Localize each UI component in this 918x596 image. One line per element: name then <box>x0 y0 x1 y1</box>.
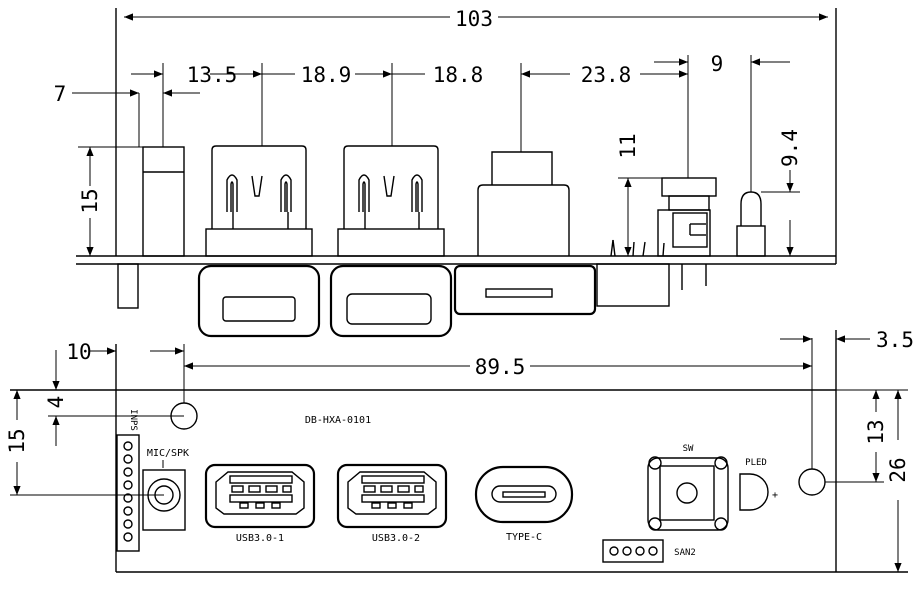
usb-2-label: USB3.0-2 <box>372 533 420 544</box>
dim-board-height: 26 <box>886 457 910 482</box>
front-view: DB-HXA-0101 INPS MIC/SPK <box>5 328 914 573</box>
led-side <box>736 191 766 257</box>
type-c-side <box>453 151 597 316</box>
pin-header: INPS <box>116 409 140 552</box>
audio-jack-side <box>117 146 185 309</box>
dim-jack-height: 15 <box>78 188 102 213</box>
usb-1-side <box>197 145 321 338</box>
audio-jack-front: MIC/SPK <box>142 448 189 531</box>
fan-header-label: SAN2 <box>674 548 696 558</box>
usb-1-front: USB3.0-1 <box>204 463 316 544</box>
side-view: 103 13.5 18.9 18.8 23.8 9 7 15 <box>54 6 837 338</box>
dim-hole-height: 13 <box>864 419 888 444</box>
type-c-front: TYPE-C <box>474 465 574 543</box>
board-name-label: DB-HXA-0101 <box>305 415 371 426</box>
dim-gap-5: 9 <box>711 52 724 76</box>
power-led-plus: + <box>772 490 778 501</box>
type-c-label: TYPE-C <box>506 532 542 543</box>
power-led-label: PLED <box>745 458 767 468</box>
dim-hole-left: 10 <box>66 340 91 364</box>
fan-header: SAN2 <box>602 539 696 563</box>
dim-hole-right: 3.5 <box>876 328 914 352</box>
pin-header-label: INPS <box>128 409 138 431</box>
dim-hole-top: 4 <box>44 396 68 409</box>
dim-gap-2: 18.9 <box>301 63 352 87</box>
switch-front: SW <box>647 444 729 531</box>
switch-label: SW <box>683 444 694 454</box>
power-led-front: PLED + <box>739 458 778 511</box>
dim-jack-center: 15 <box>5 428 29 453</box>
dim-overall-width: 103 <box>455 7 493 31</box>
dim-gap-4: 23.8 <box>581 63 632 87</box>
dim-gap-3: 18.8 <box>433 63 484 87</box>
usb-2-side <box>329 145 453 338</box>
dim-hole-spacing: 89.5 <box>475 355 526 379</box>
switch-side <box>596 177 717 307</box>
usb-2-front: USB3.0-2 <box>336 463 448 544</box>
dim-button-height: 11 <box>616 133 640 158</box>
mounting-hole-right <box>798 468 826 496</box>
dim-gap-1: 13.5 <box>187 63 238 87</box>
dim-left-edge: 7 <box>54 82 67 106</box>
audio-jack-label: MIC/SPK <box>147 448 189 459</box>
usb-1-label: USB3.0-1 <box>236 533 284 544</box>
dim-led-height: 9.4 <box>778 129 802 167</box>
